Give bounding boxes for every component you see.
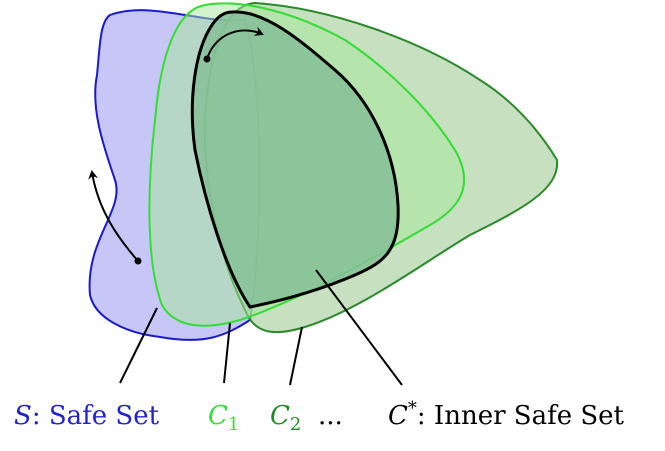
- trajectory-inside: [203, 26, 264, 63]
- label-safe-set: S: Safe Set: [14, 401, 160, 431]
- leader-c2: [289, 326, 303, 386]
- leader-inner: [315, 269, 403, 386]
- trajectory-outside: [88, 170, 142, 265]
- arrow-staying-in-set: [206, 26, 264, 60]
- label-c1: C1: [208, 401, 239, 435]
- label-inner-safe-set: C*: Inner Safe Set: [388, 398, 625, 431]
- leader-safe-set: [119, 307, 158, 384]
- arrow-leaving-set: [88, 170, 139, 262]
- inner-safe-set-region: [190, 10, 400, 309]
- leader-c1: [223, 322, 231, 384]
- label-ellipsis: ...: [318, 401, 343, 431]
- label-c2: C2: [270, 401, 301, 435]
